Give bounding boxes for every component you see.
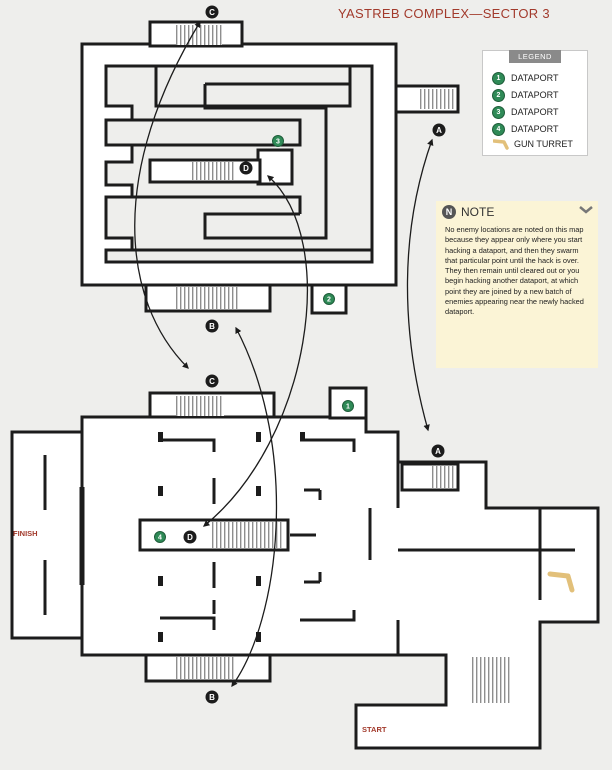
map-title: YASTREB COMPLEX—SECTOR 3 [338, 6, 550, 21]
connection-arrows [134, 20, 434, 688]
marker-d-top: D [239, 161, 253, 175]
lower-stairs-start [470, 657, 512, 703]
upper-maze-wall-2 [132, 118, 302, 147]
svg-text:B: B [209, 693, 215, 702]
legend-item-label: DATAPORT [511, 73, 559, 83]
legend-item-label: DATAPORT [511, 124, 559, 134]
upper-maze-wall-3 [132, 195, 302, 214]
legend-heading: LEGEND [509, 50, 561, 63]
marker-c-top: C [205, 5, 219, 19]
arrow-d [202, 175, 308, 527]
dataport-badge-icon: 4 [493, 123, 504, 135]
note-header: N NOTE [442, 205, 494, 219]
dataport-badge-icon: 2 [493, 89, 504, 101]
note-heading: NOTE [461, 205, 495, 219]
svg-text:D: D [243, 164, 249, 173]
lower-stairs-d [212, 522, 282, 548]
dataport-4-icon: 4 [154, 531, 166, 543]
legend-item-label: DATAPORT [511, 90, 559, 100]
svg-text:1: 1 [346, 404, 350, 411]
arrow-c [134, 20, 201, 369]
upper-stairs-a [420, 89, 454, 109]
svg-text:A: A [436, 126, 442, 135]
svg-text:4: 4 [158, 535, 162, 542]
svg-text:A: A [435, 447, 441, 456]
upper-maze-block-top [154, 64, 352, 108]
lower-stairs-c [176, 396, 224, 416]
legend-item-label: DATAPORT [511, 107, 559, 117]
svg-text:3: 3 [276, 139, 280, 146]
marker-b-top: B [205, 319, 219, 333]
upper-center-room [256, 148, 294, 186]
legend-item-dataport-1: 1 DATAPORT [493, 71, 559, 85]
svg-text:C: C [209, 8, 215, 17]
letter-markers: C A D B C A D B [183, 5, 446, 704]
legend-item-gun-turret: GUN TURRET [493, 137, 573, 151]
marker-c-bottom: C [205, 374, 219, 388]
dataport-2-icon: 2 [323, 293, 335, 305]
upper-nook-dp2 [310, 283, 348, 315]
note-body: No enemy locations are noted on this map… [445, 225, 584, 317]
marker-a-bottom: A [431, 444, 445, 458]
upper-stairs-c [176, 25, 222, 45]
legend-item-dataport-2: 2 DATAPORT [493, 88, 559, 102]
dataport-badge-icon: 1 [493, 72, 504, 84]
gun-turret-icon [547, 571, 575, 593]
note-icon: N [442, 205, 456, 219]
dataport-1-icon: 1 [342, 400, 354, 412]
gun-turret-icon [493, 139, 509, 150]
marker-a-top: A [432, 123, 446, 137]
lower-stairs-a [430, 466, 456, 488]
legend-item-dataport-3: 3 DATAPORT [493, 105, 559, 119]
legend-item-dataport-4: 4 DATAPORT [493, 122, 559, 136]
marker-d-bottom: D [183, 530, 197, 544]
svg-text:D: D [187, 533, 193, 542]
arrow-a [406, 138, 434, 432]
lower-stairs-b [176, 657, 236, 679]
dataport-badge-icon: 3 [493, 106, 504, 118]
legend-box: LEGEND 1 DATAPORT 2 DATAPORT 3 DATAPORT … [482, 50, 588, 156]
chevron-down-icon[interactable] [578, 205, 594, 215]
legend-item-label: GUN TURRET [514, 139, 573, 149]
svg-text:C: C [209, 377, 215, 386]
dataport-markers: 1 2 3 4 [154, 135, 354, 543]
upper-stairs-b [176, 287, 238, 309]
upper-stairs-d [192, 162, 234, 180]
marker-b-bottom: B [205, 690, 219, 704]
finish-label: FINISH [13, 529, 38, 538]
svg-text:B: B [209, 322, 215, 331]
dataport-3-icon: 3 [272, 135, 284, 147]
start-label: START [362, 725, 387, 734]
upper-outer-wall [80, 42, 398, 287]
svg-text:2: 2 [327, 297, 331, 304]
note-box: N NOTE No enemy locations are noted on t… [436, 201, 598, 368]
